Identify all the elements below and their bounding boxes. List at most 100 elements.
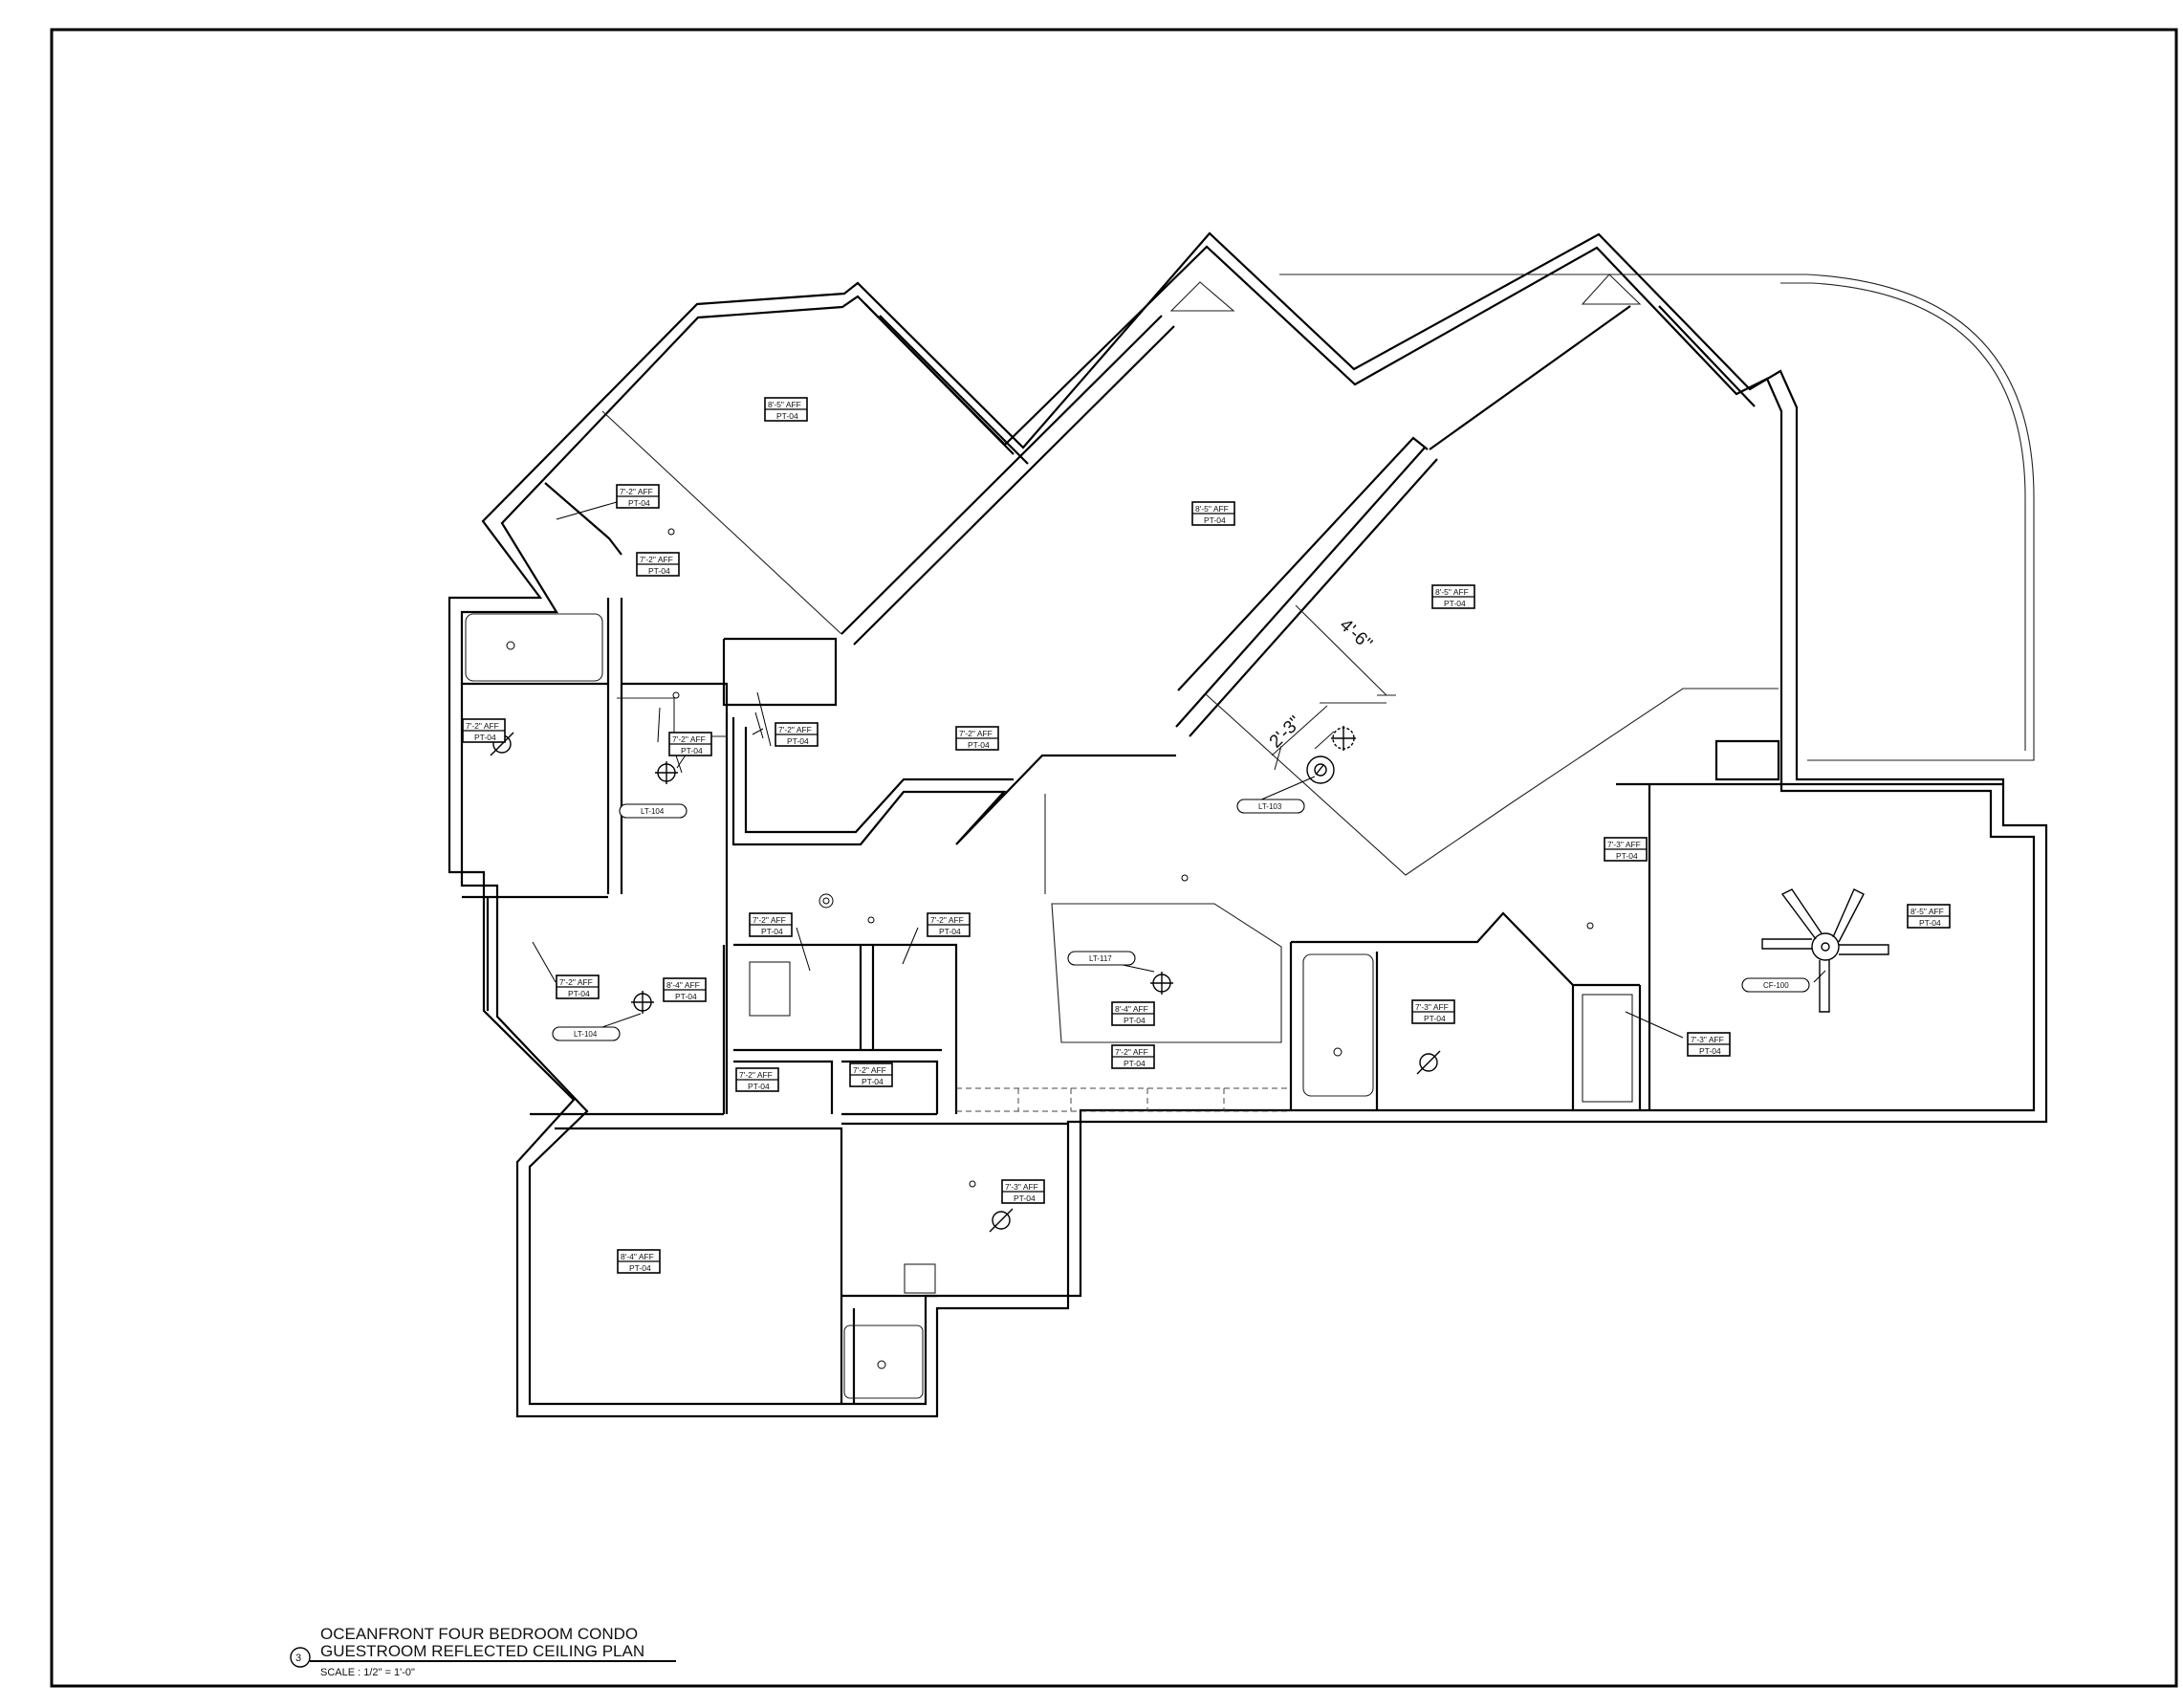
drawing-number: 3	[295, 1653, 301, 1664]
speaker-icon	[822, 897, 830, 905]
smoke-detector	[1586, 922, 1594, 930]
fixture-label-text: CF-100	[1763, 981, 1789, 990]
shower-lower	[843, 1325, 924, 1399]
smoke-detector	[667, 528, 675, 536]
exterior-wall-inner	[460, 245, 2036, 1406]
drain-dot	[877, 1360, 886, 1369]
smoke-detector	[969, 1180, 976, 1188]
soffit-line	[956, 1087, 1291, 1112]
ceiling-finish-text: PT-04	[1204, 515, 1226, 525]
wall-bedroom2-split	[840, 315, 1175, 646]
ceiling-height-text: 7'-2" AFF	[778, 725, 812, 734]
ceiling-height-text: 7'-2" AFF	[1115, 1047, 1148, 1057]
fixture-label-text: LT-104	[641, 807, 665, 816]
wall-pantry	[733, 945, 942, 1052]
fixture-label-text: LT-103	[1258, 802, 1282, 811]
ceiling-finish-text: PT-04	[1124, 1016, 1146, 1025]
bathtub-right	[1302, 953, 1374, 1097]
ceiling-finish-text: PT-04	[1919, 918, 1941, 928]
title-block: 3 OCEANFRONT FOUR BEDROOM CONDO GUESTROO…	[290, 1625, 676, 1678]
drain-dot	[506, 641, 515, 650]
speaker-icon	[819, 893, 834, 909]
wall-bath-left	[462, 598, 623, 894]
ceiling-height-text: 7'-2" AFF	[753, 915, 786, 925]
ceiling-finish-text: PT-04	[568, 989, 590, 998]
wall-closet-top	[544, 482, 622, 556]
ceiling-finish-text: PT-04	[648, 566, 670, 576]
light-location-marker	[1331, 726, 1356, 751]
linen-box	[1582, 994, 1633, 1103]
ceiling-height-text: 8'-5" AFF	[1435, 587, 1469, 597]
fixture-label: CF-100	[1741, 977, 1810, 993]
recessed-light-icon	[631, 991, 654, 1014]
drain-dot	[1333, 1047, 1343, 1057]
fixture-label: LT-104	[619, 803, 688, 819]
floor-plan-walls	[448, 231, 2048, 1418]
light-fixtures	[490, 726, 1441, 1233]
sheet-title-line2: GUESTROOM REFLECTED CEILING PLAN	[320, 1642, 644, 1660]
ceiling-finish-text: PT-04	[776, 411, 798, 421]
ceiling-height-text: 7'-2" AFF	[853, 1065, 886, 1075]
ceiling-fan-icon	[1761, 888, 1889, 1013]
sheet-title-line1: OCEANFRONT FOUR BEDROOM CONDO	[320, 1625, 638, 1643]
wall-laundry	[733, 1060, 939, 1114]
wall-hall	[731, 717, 1176, 846]
ceiling-height-text: 8'-5" AFF	[768, 400, 801, 409]
ceiling-height-text: 7'-2" AFF	[559, 977, 593, 987]
ceiling-finish-text: PT-04	[862, 1077, 884, 1086]
wall-right-baths	[1289, 942, 1642, 1109]
ceiling-height-text: 8'-5" AFF	[1195, 504, 1229, 514]
smoke-detector	[1181, 874, 1189, 882]
shower-small	[904, 1263, 936, 1294]
ceiling-height-tag: 8'-5" AFF PT-04	[1907, 904, 1951, 929]
ceiling-finish-text: PT-04	[1014, 1193, 1036, 1203]
smoke-detector	[867, 916, 875, 924]
ceiling-height-text: 8'-5" AFF	[1910, 907, 1944, 916]
wall-lower-bed	[530, 1112, 843, 1404]
fixture-label-text: LT-104	[574, 1030, 598, 1039]
fixture-label: LT-103	[1236, 799, 1305, 814]
ceiling-height-text: 7'-2" AFF	[620, 487, 653, 496]
sheet-scale: SCALE : 1/2" = 1'-0"	[320, 1667, 415, 1678]
ceiling-finish-text: PT-04	[939, 927, 961, 936]
ceiling-finish-text: PT-04	[675, 992, 697, 1001]
ceiling-finish-text: PT-04	[787, 736, 809, 746]
recessed-light-icon	[989, 1208, 1014, 1233]
ceiling-finish-text: PT-04	[1124, 1059, 1146, 1068]
terrace-outline	[1279, 274, 2035, 761]
wall-right-mid	[1291, 784, 1651, 1110]
wall-corridor	[622, 682, 729, 1114]
bulkhead-line-3	[1051, 903, 1282, 1043]
ceiling-finish-text: PT-04	[1616, 851, 1638, 861]
wall-hall-2	[744, 727, 1014, 834]
window-notch-1	[1169, 281, 1235, 312]
ceiling-height-tag: 7'-2" AFF PT-04	[775, 722, 819, 747]
bulkhead-line-1	[601, 410, 842, 635]
ceiling-finish-text: PT-04	[629, 1263, 651, 1273]
wall-living-diag	[1177, 436, 1429, 691]
smoke-detector	[672, 691, 680, 699]
ceiling-height-text: 8'-4" AFF	[666, 980, 700, 990]
ceiling-height-text: 7'-3" AFF	[1415, 1002, 1449, 1012]
recessed-light-icon	[1150, 972, 1173, 995]
ceiling-height-text: 7'-3" AFF	[1691, 1035, 1724, 1044]
ceiling-height-tag: 8'-5" AFF PT-04	[764, 397, 808, 422]
pendant-light-icon	[1306, 755, 1335, 784]
bathtub-left	[465, 613, 603, 682]
wall-right-wing	[1429, 305, 1756, 450]
